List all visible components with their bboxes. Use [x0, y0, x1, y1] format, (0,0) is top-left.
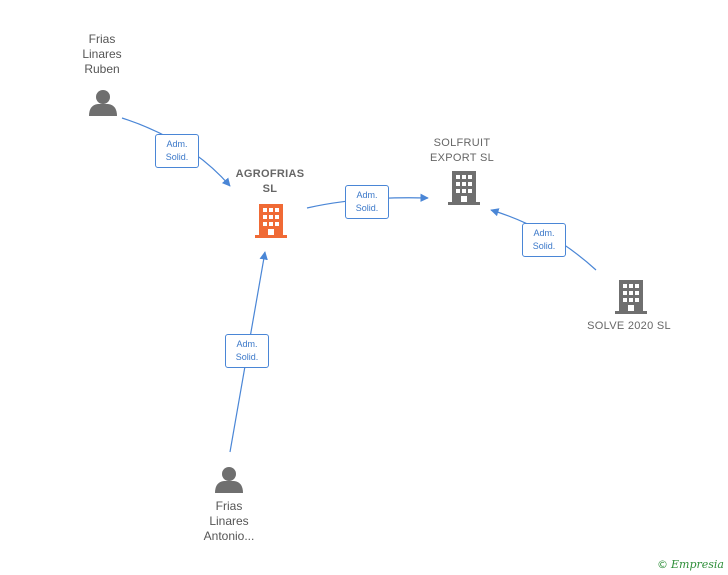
edge-badge-agrofrias-solfruit[interactable]: Adm. Solid.	[345, 185, 389, 219]
node-label-solve[interactable]: SOLVE 2020 SL	[587, 320, 671, 332]
edge-badge-line1: Adm.	[356, 190, 378, 200]
edge-badge-line1: Adm.	[533, 228, 555, 238]
edge-badge-line2: Solid.	[235, 352, 259, 362]
edge-badge-solve-solfruit[interactable]: Adm. Solid.	[522, 223, 566, 257]
edge-badge-line2: Solid.	[355, 203, 379, 213]
edge-badge-ruben-agrofrias[interactable]: Adm. Solid.	[155, 134, 199, 168]
building-icon[interactable]	[448, 171, 480, 205]
edge-badge-line2: Solid.	[165, 152, 189, 162]
node-label-ruben[interactable]: Frias Linares Ruben	[82, 32, 122, 76]
brand-name: Empresia	[671, 558, 724, 571]
node-label-solfruit[interactable]: SOLFRUIT EXPORT SL	[429, 137, 495, 164]
edge-badge-line2: Solid.	[532, 241, 556, 251]
node-label-agrofrias[interactable]: AGROFRIAS SL	[235, 168, 305, 195]
copyright-icon: ©	[657, 558, 668, 571]
person-icon[interactable]	[89, 90, 117, 116]
building-icon[interactable]	[255, 204, 287, 238]
building-icon[interactable]	[615, 280, 647, 314]
node-label-antonio[interactable]: Frias Linares Antonio...	[203, 499, 255, 543]
edge-badge-line1: Adm.	[166, 139, 188, 149]
person-icon[interactable]	[215, 467, 243, 493]
edge-badge-antonio-agrofrias[interactable]: Adm. Solid.	[225, 334, 269, 368]
brand-logo: ©Empresia	[657, 558, 724, 571]
edge-badge-line1: Adm.	[236, 339, 258, 349]
